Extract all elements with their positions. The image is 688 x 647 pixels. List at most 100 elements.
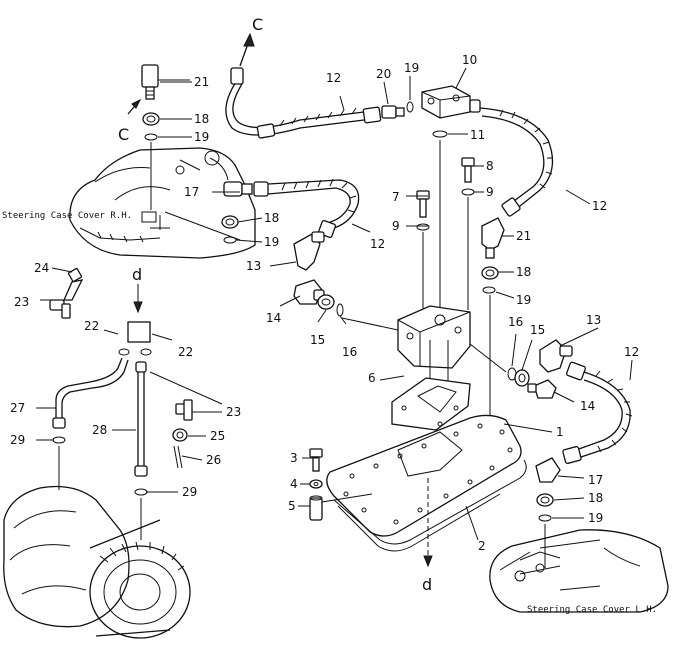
callout-18-rh: 18 xyxy=(194,112,209,126)
callout-12-mid: 12 xyxy=(370,237,385,251)
callout-12-right: 12 xyxy=(592,199,607,213)
callout-16-left: 16 xyxy=(342,345,357,359)
callout-18-right: 18 xyxy=(516,265,531,279)
callout-19-rh: 19 xyxy=(194,130,209,144)
callout-8: 8 xyxy=(486,159,494,173)
part-23-lower-tee xyxy=(175,399,193,421)
callout-23-lower: 23 xyxy=(226,405,241,419)
junction-block xyxy=(127,321,151,343)
callout-leaders xyxy=(36,67,633,541)
part-19-oring-top xyxy=(406,101,414,113)
callout-numbers: 21 18 19 12 20 19 10 11 17 18 19 12 13 8… xyxy=(10,53,639,553)
part-1-cover-plate xyxy=(326,414,522,537)
callout-10: 10 xyxy=(462,53,477,67)
part-15-right-nut xyxy=(514,369,530,387)
part-2-gasket xyxy=(333,459,527,552)
callout-12-top: 12 xyxy=(326,71,341,85)
callout-28: 28 xyxy=(92,423,107,437)
callout-18-lower: 18 xyxy=(588,491,603,505)
callout-19-top: 19 xyxy=(404,61,419,75)
callout-17-lower: 17 xyxy=(588,473,603,487)
part-18-mid-nut xyxy=(221,215,239,229)
part-23-upper-tee xyxy=(49,299,71,319)
steering-case-cover-lh: Steering Case Cover L.H. xyxy=(489,529,669,615)
part-11-oring xyxy=(432,130,448,138)
part-18-right-nut xyxy=(481,266,499,280)
callout-20: 20 xyxy=(376,67,391,81)
part-23-lower-leader xyxy=(149,371,223,405)
part-21-rh-elbow-fitting xyxy=(127,64,192,115)
steering-case-cover-rh-caption: Steering Case Cover R.H. xyxy=(2,211,132,221)
callout-13-right: 13 xyxy=(586,313,601,327)
part-3-bolt xyxy=(309,448,323,472)
steering-case-cover-lh-caption: Steering Case Cover L.H. xyxy=(527,605,657,615)
callout-3: 3 xyxy=(290,451,298,465)
callout-14-left: 14 xyxy=(266,311,281,325)
callout-27: 27 xyxy=(10,401,25,415)
arrow-head-c-top xyxy=(243,32,255,47)
part-19-lower-right-oring xyxy=(538,514,552,522)
part-26-pin xyxy=(173,445,183,469)
callout-24: 24 xyxy=(34,261,49,275)
part-19-right-oring xyxy=(482,286,496,294)
part-12-lower-right-hose xyxy=(562,361,633,465)
part-22-left-oring xyxy=(118,348,130,356)
valve-leaders xyxy=(422,140,469,310)
part-8-bolt xyxy=(461,157,475,183)
part-15-left-nut xyxy=(317,294,335,310)
callout-4: 4 xyxy=(290,477,298,491)
callout-19-lower: 19 xyxy=(588,511,603,525)
steering-case-cover-rh: Steering Case Cover R.H. xyxy=(2,147,256,259)
part-5-spacer xyxy=(309,495,323,521)
lower-left-leaders xyxy=(58,446,142,540)
right-cluster-leader xyxy=(469,343,507,373)
callout-12-lower: 12 xyxy=(624,345,639,359)
part-12-top-hose xyxy=(225,67,382,139)
part-12-middle-hose xyxy=(253,178,360,239)
callout-15-left: 15 xyxy=(310,333,325,347)
part-4-washer xyxy=(309,479,323,489)
part-13-right-elbow xyxy=(539,339,573,373)
part-10-valve-block xyxy=(421,85,481,119)
callout-26: 26 xyxy=(206,453,221,467)
part-29-right-oring xyxy=(134,488,148,496)
part-28-pipe xyxy=(134,361,148,477)
part-24-bolt xyxy=(62,267,84,301)
part-17-mid-elbow xyxy=(223,181,253,197)
part-7-bolt xyxy=(416,190,430,218)
callout-5: 5 xyxy=(288,499,296,513)
connection-mark-d-upper: d xyxy=(132,265,142,284)
callout-17-mid: 17 xyxy=(184,185,199,199)
callout-14-right: 14 xyxy=(580,399,595,413)
connection-mark-c-top: C xyxy=(252,15,263,34)
connection-mark-c-left: C xyxy=(118,125,129,144)
callout-29-right: 29 xyxy=(182,485,197,499)
callout-16-right: 16 xyxy=(508,315,523,329)
left-cluster-leader xyxy=(341,317,399,331)
callout-18-mid: 18 xyxy=(264,211,279,225)
part-18-lower-right-nut xyxy=(536,493,554,507)
part-21-right-elbow-fitting xyxy=(481,217,505,259)
part-25-nut xyxy=(172,428,188,442)
callout-15-right: 15 xyxy=(530,323,545,337)
connection-mark-d-lower: d xyxy=(422,575,432,594)
callout-9-left: 9 xyxy=(392,219,400,233)
callout-19-right: 19 xyxy=(516,293,531,307)
part-14-right-connector xyxy=(527,379,557,399)
callout-29-left: 29 xyxy=(10,433,25,447)
part-9-washer-left xyxy=(416,223,430,231)
callout-25: 25 xyxy=(210,429,225,443)
part-13-left-elbow xyxy=(293,231,325,271)
d-arrow-upper xyxy=(133,284,143,314)
part-12-right-hose xyxy=(479,107,554,217)
callout-23-upper: 23 xyxy=(14,295,29,309)
spacer-leader xyxy=(321,493,373,503)
torque-converter-housing xyxy=(3,485,191,639)
callout-11: 11 xyxy=(470,128,485,142)
callout-2: 2 xyxy=(478,539,486,553)
callout-22-right: 22 xyxy=(178,345,193,359)
center-valve-body xyxy=(397,305,471,401)
callout-13-left: 13 xyxy=(246,259,261,273)
part-20-adapter xyxy=(381,105,405,119)
part-27-pipe xyxy=(52,357,129,429)
